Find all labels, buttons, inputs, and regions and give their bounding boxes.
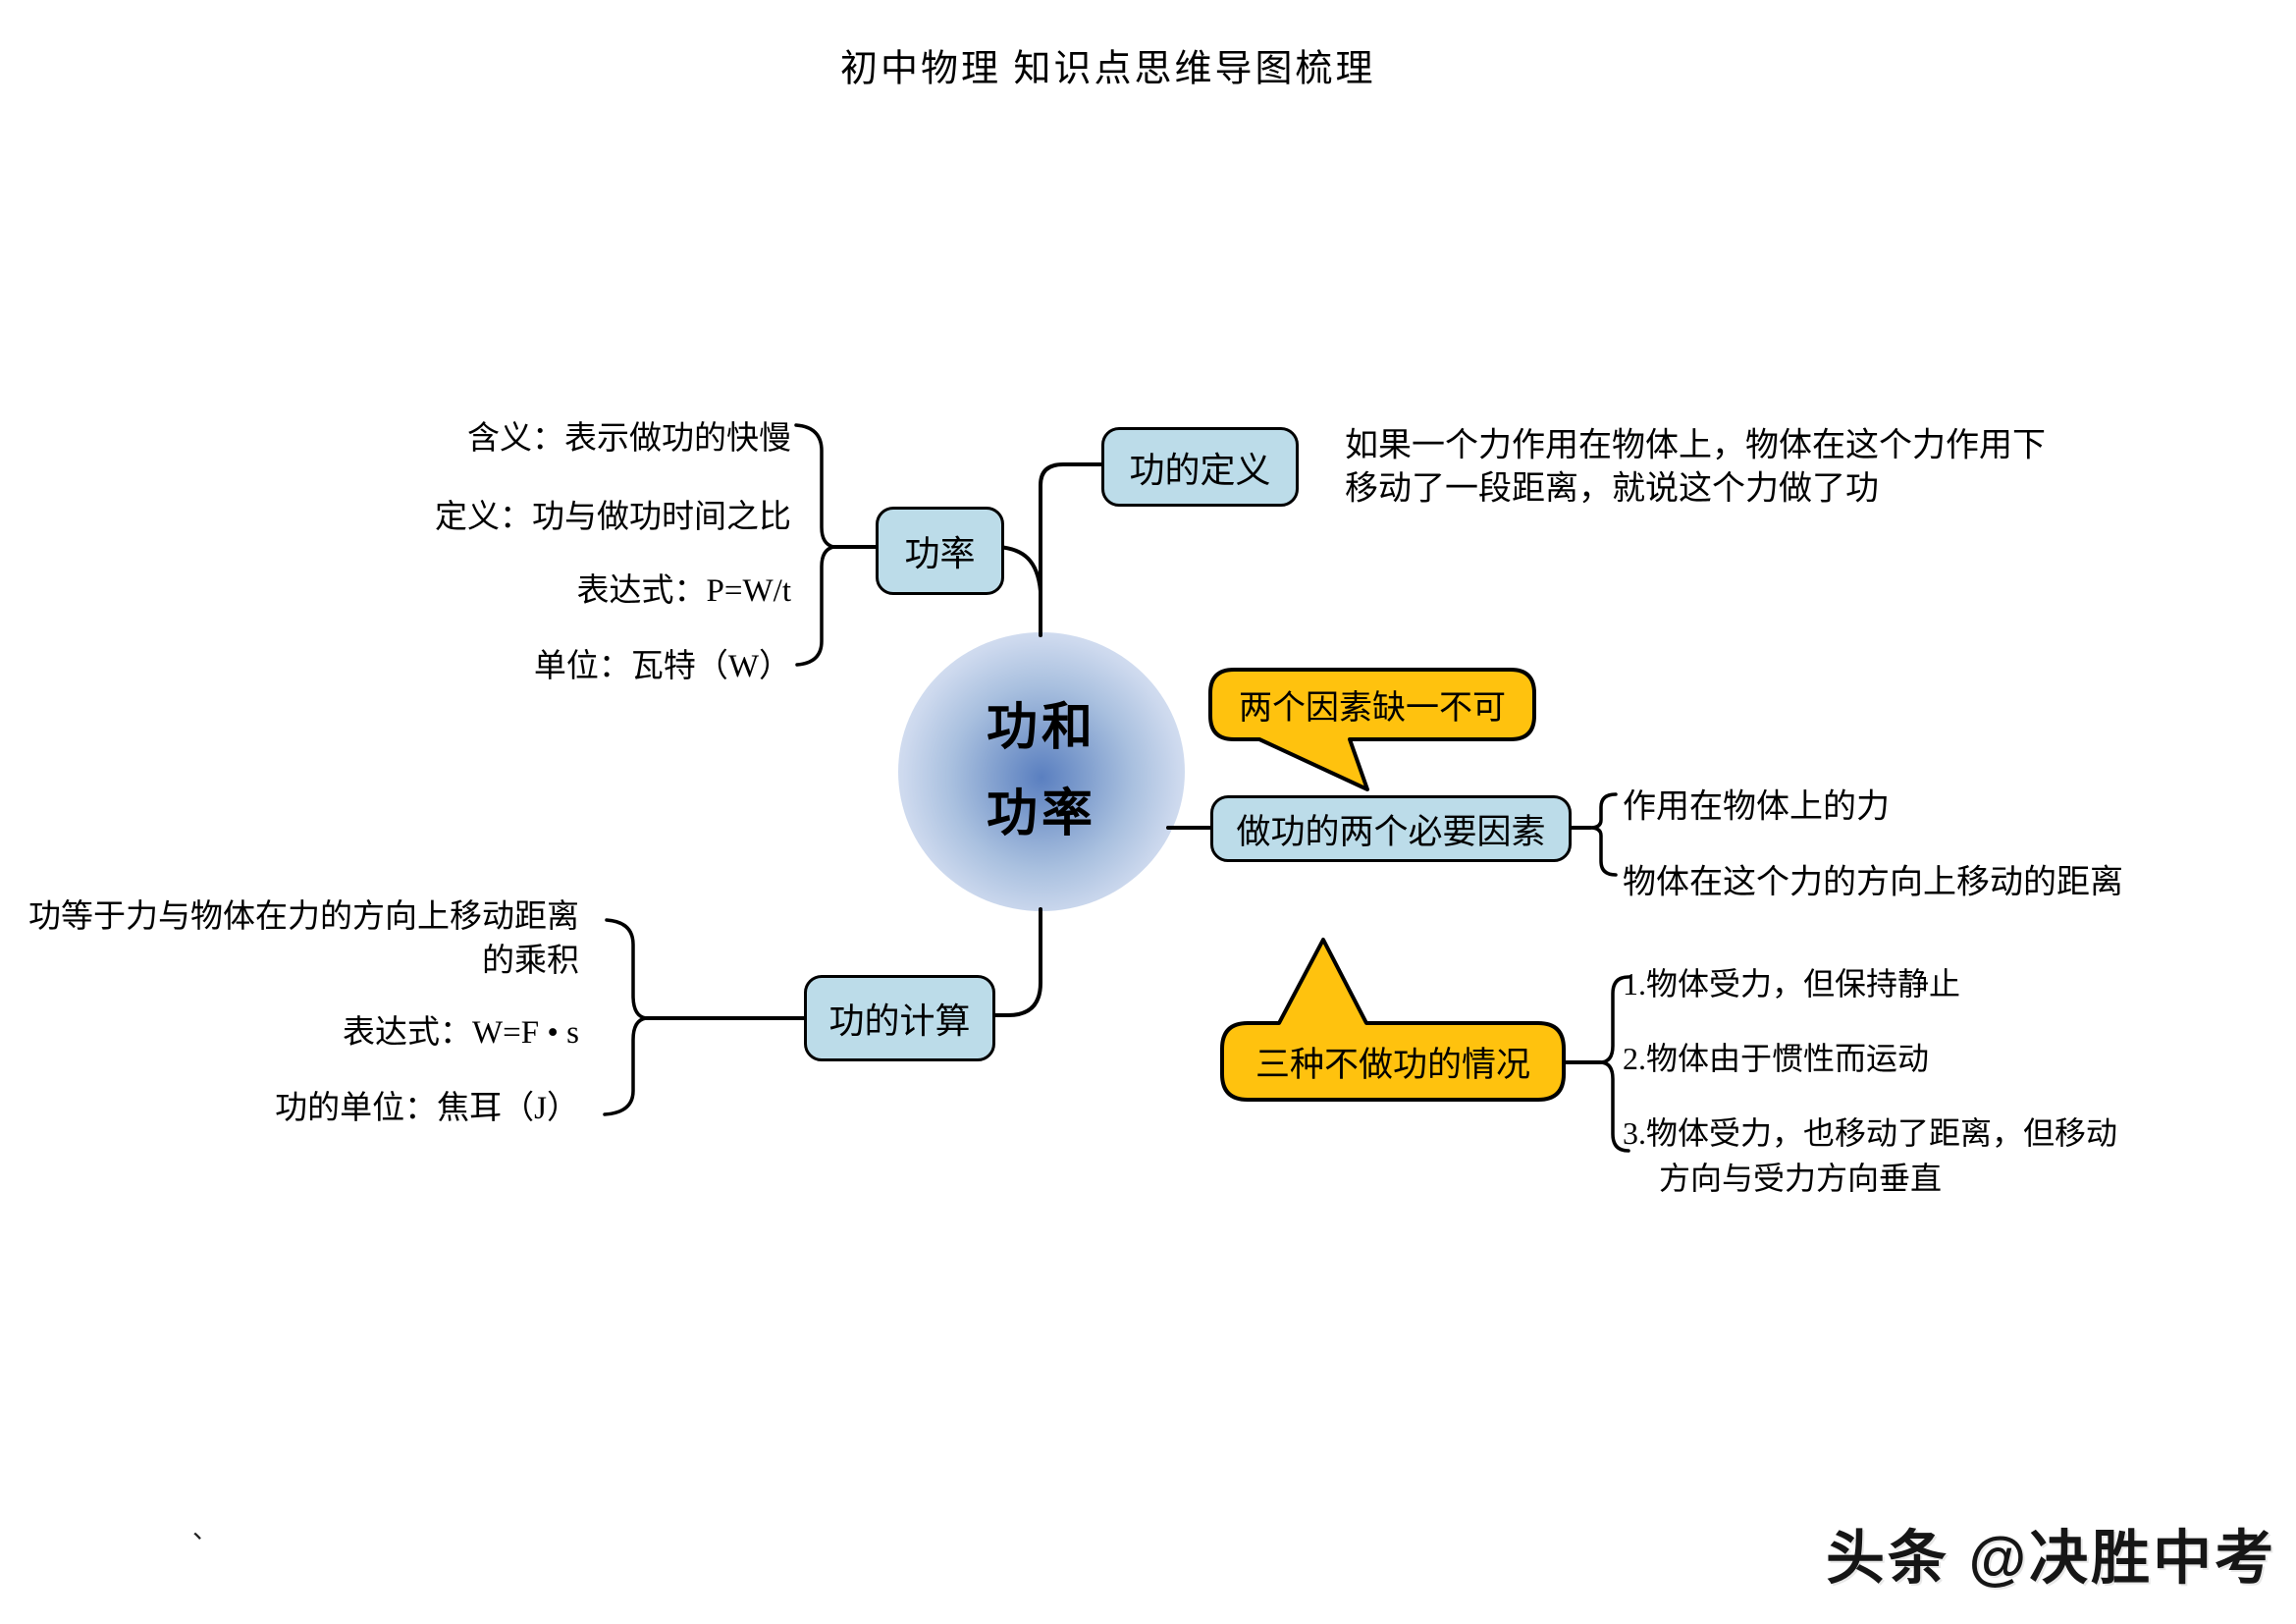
power-item-definition: 定义：功与做功时间之比 xyxy=(435,500,791,535)
nowork-item-2: 2.物体由于惯性而运动 xyxy=(1623,1041,1930,1076)
factor-item-2: 物体在这个力的方向上移动的距离 xyxy=(1623,864,2123,901)
power-brace xyxy=(794,423,834,667)
work-calculation-node: 功的计算 xyxy=(804,975,995,1061)
central-topic-line2: 功率 xyxy=(986,786,1096,842)
stray-mark: 、 xyxy=(192,1515,219,1544)
nowork-callout-text: 三种不做功的情况 xyxy=(1255,1045,1530,1084)
nowork-item-3-line2: 方向与受力方向垂直 xyxy=(1659,1161,1943,1196)
braces xyxy=(603,423,1630,1153)
connector-power-link xyxy=(996,545,1042,593)
nowork-item-3-line1: 3.物体受力，也移动了距离，但移动 xyxy=(1623,1115,2118,1151)
central-topic: 功和 功率 xyxy=(898,632,1185,911)
watermark: 头条 @决胜中考 xyxy=(1826,1525,2277,1592)
work-definition-label: 功的定义 xyxy=(1129,450,1271,490)
nowork-callout-bubble xyxy=(1220,938,1566,1102)
connector-trunk-top xyxy=(1039,462,1103,637)
two-factors-node: 做功的两个必要因素 xyxy=(1210,795,1572,862)
calc-item-rule-line1: 功等于力与物体在力的方向上移动距离 xyxy=(28,899,579,935)
connector-lines xyxy=(644,462,1602,1064)
work-definition-text-line2: 移动了一段距离，就说这个力做了功 xyxy=(1345,470,1879,508)
power-item-unit: 单位：瓦特（W） xyxy=(533,649,791,684)
power-item-meaning: 含义：表示做功的快慢 xyxy=(467,421,791,457)
work-definition-text-line1: 如果一个力作用在物体上，物体在这个力作用下 xyxy=(1345,427,2046,464)
work-calculation-label: 功的计算 xyxy=(828,1001,971,1041)
factor-item-1: 作用在物体上的力 xyxy=(1623,788,1890,826)
two-factors-label: 做功的两个必要因素 xyxy=(1236,812,1546,851)
power-node-label: 功率 xyxy=(904,534,976,573)
factors-callout-bubble xyxy=(1208,668,1536,791)
calc-item-formula: 表达式：W=F • s xyxy=(342,1015,579,1051)
work-definition-node: 功的定义 xyxy=(1101,427,1299,507)
calc-item-unit: 功的单位：焦耳（J） xyxy=(275,1091,579,1126)
page-title: 初中物理 知识点思维导图梳理 xyxy=(840,48,1376,90)
calc-brace xyxy=(603,918,647,1116)
nowork-brace xyxy=(1599,975,1630,1153)
central-topic-line1: 功和 xyxy=(986,700,1096,756)
calc-item-rule-line2: 的乘积 xyxy=(482,944,579,979)
power-node: 功率 xyxy=(876,507,1004,595)
nowork-item-1: 1.物体受力，但保持静止 xyxy=(1623,966,1961,1001)
factors-brace xyxy=(1589,792,1618,877)
callout-bubbles xyxy=(1208,668,1566,1102)
power-item-formula: 表达式：P=W/t xyxy=(576,573,791,609)
factors-callout-text: 两个因素缺一不可 xyxy=(1239,690,1506,727)
connector-calc-link xyxy=(988,907,1042,1017)
